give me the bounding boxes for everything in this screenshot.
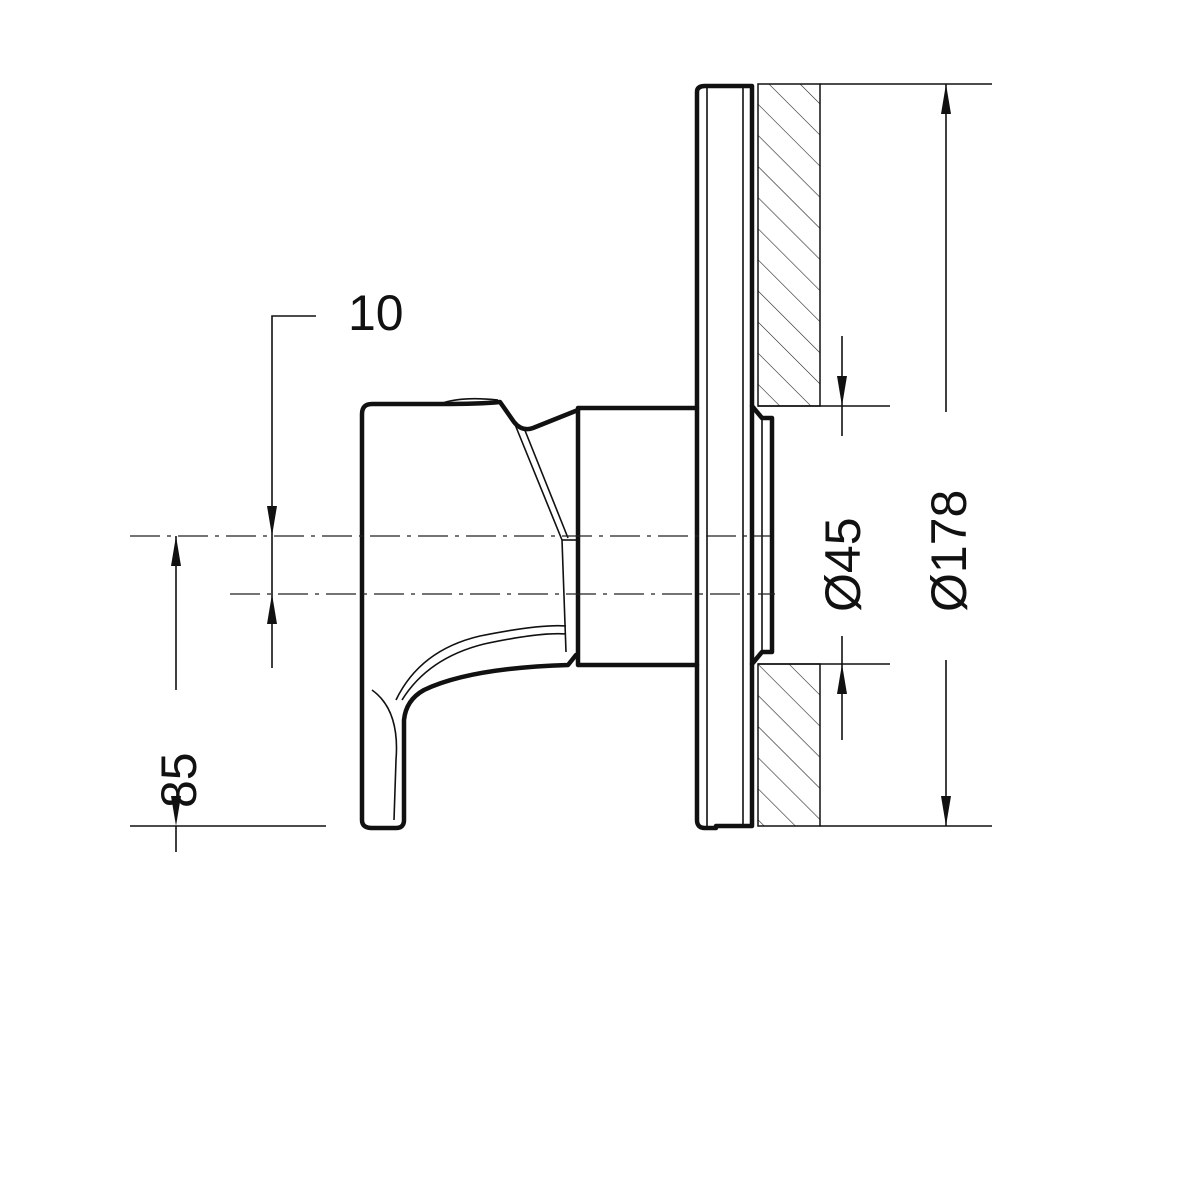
dimension-diameter-45-label: Ø45	[815, 517, 871, 612]
rear-spigot	[749, 403, 775, 667]
dimension-85-label: 85	[151, 752, 207, 808]
dimension-10: 10	[267, 285, 404, 668]
lever-handle	[359, 397, 581, 831]
dimension-diameter-178-label: Ø178	[921, 490, 977, 612]
dimension-10-label: 10	[348, 285, 404, 341]
dimension-85: 85	[130, 536, 326, 852]
centre-lines	[130, 535, 775, 595]
wall-upper-hatch	[757, 83, 821, 407]
dimension-diameter-45: Ø45	[815, 336, 871, 740]
cover-plate	[694, 83, 755, 831]
wall-section	[757, 83, 890, 827]
dimension-diameter-178: Ø178	[820, 83, 992, 827]
wall-lower-hatch	[757, 663, 821, 827]
